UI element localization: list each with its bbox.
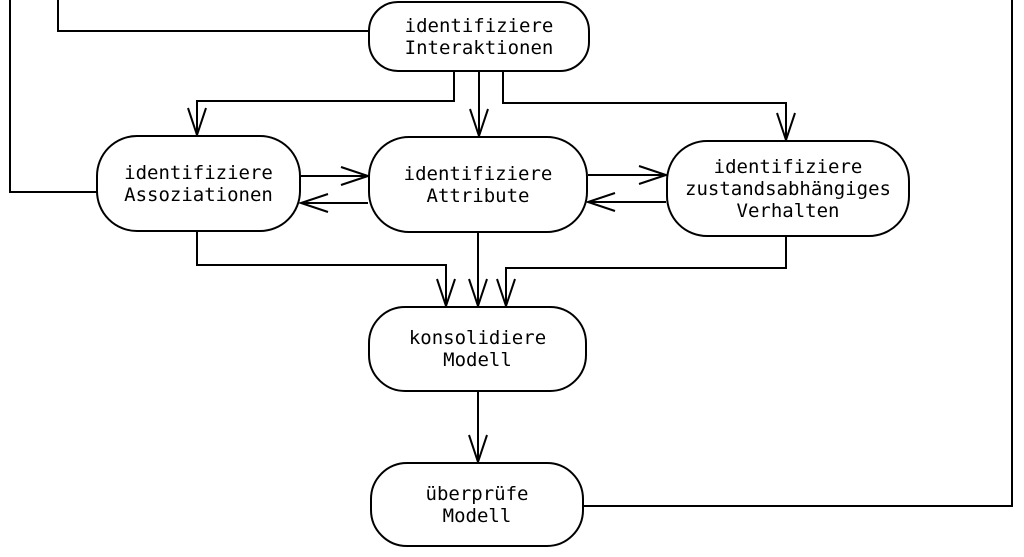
node-label-ueberpruefe: überprüfe Modell [425,482,529,527]
edge-ueberpruefe-to-offscreen [582,0,1013,507]
edge-verhalten-to-konsolidiere [496,236,787,310]
edge-attribute-to-konsolidiere [468,232,488,310]
node-identifiziere-interaktionen: identifiziere Interaktionen [368,1,590,72]
edge-interaktionen-to-verhalten [502,72,796,144]
edge-attribute-to-assoziationen [297,193,368,213]
node-konsolidiere-modell: konsolidiere Modell [368,306,587,392]
node-identifiziere-attribute: identifiziere Attribute [368,136,588,233]
node-label-interaktionen: identifiziere Interaktionen [404,14,554,59]
node-label-verhalten: identifiziere zustandsabhängiges Verhalt… [685,155,891,222]
edge-attribute-to-verhalten [588,165,670,185]
node-label-konsolidiere: konsolidiere Modell [408,327,547,371]
edge-interaktionen-to-attribute [469,72,489,140]
edge-offscreen-to-assoziationen [9,0,97,193]
node-identifiziere-zustandsabhaengiges-verhalten: identifiziere zustandsabhängiges Verhalt… [666,140,910,237]
edge-konsolidiere-to-ueberpruefe [468,391,488,466]
node-label-assoziationen: identifiziere Assoziationen [124,161,273,206]
node-identifiziere-assoziationen: identifiziere Assoziationen [96,135,301,232]
edge-interaktionen-to-assoziationen [187,72,455,139]
node-label-attribute: identifiziere Attribute [403,162,553,207]
edge-offscreen-to-interaktionen [57,0,370,32]
edge-assoziationen-to-attribute [301,166,372,186]
edge-assoziationen-to-konsolidiere [196,231,456,310]
node-ueberpruefe-modell: überprüfe Modell [370,462,584,547]
edge-verhalten-to-attribute [584,192,666,212]
